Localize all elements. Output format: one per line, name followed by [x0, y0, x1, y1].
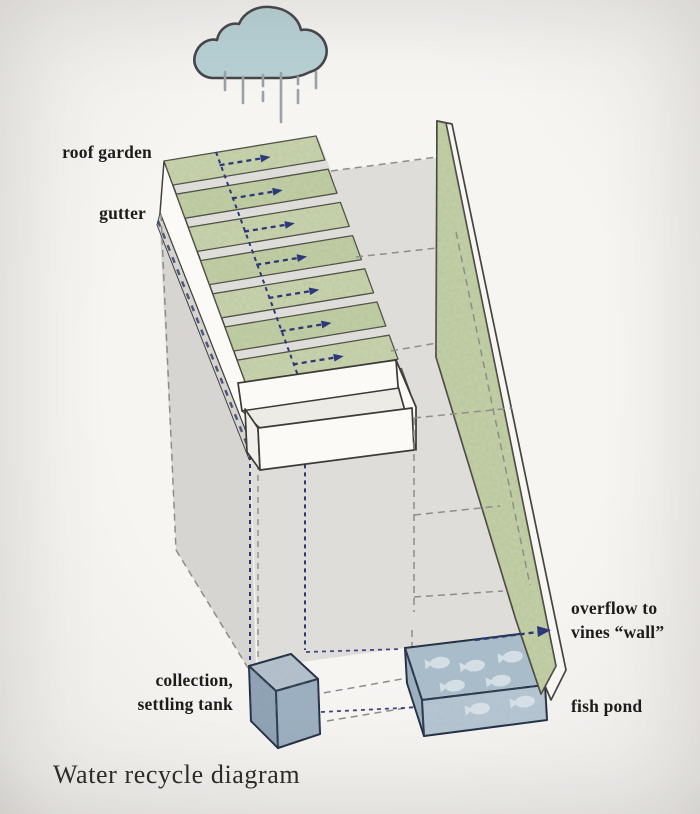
- flow-arrow-head: [333, 353, 344, 362]
- overflow-arrow-head: [537, 626, 551, 637]
- flow-arrow-head: [296, 254, 308, 262]
- wall-level-line-1: [413, 407, 513, 419]
- rain-cloud-icon: [193, 5, 328, 80]
- flow-arrow-shaft: [292, 356, 335, 366]
- hidden-base-line-1: [311, 678, 403, 696]
- roof-strip-texture: [188, 202, 350, 252]
- roof-strip-texture: [164, 136, 325, 185]
- flow-arrow-head: [272, 187, 283, 196]
- flow-arrow-head: [320, 320, 332, 329]
- flow-arrow-shaft: [231, 190, 274, 200]
- fish-school: [424, 650, 535, 716]
- pipe-line-lower: [320, 706, 423, 713]
- fish-icon: [459, 659, 485, 673]
- hidden-floor-edge-1: [355, 247, 438, 258]
- wall-level-line-3: [413, 590, 504, 598]
- roof-strip-texture: [237, 335, 398, 385]
- wall-level-line-2: [413, 505, 501, 516]
- roof-strip-texture: [212, 268, 374, 318]
- flow-arrow-shaft: [256, 256, 298, 266]
- roof-strip-texture: [176, 169, 337, 219]
- flow-arrow-head: [308, 287, 320, 296]
- roof-strip-texture: [225, 302, 386, 351]
- fish-icon: [424, 656, 450, 670]
- label-collection-tank-line1: collection,: [155, 670, 233, 690]
- fish-icon: [439, 679, 465, 693]
- overflow-arrow-shaft: [474, 630, 539, 642]
- wall-inner-edge: [455, 231, 531, 586]
- label-fish-pond: fish pond: [571, 696, 643, 716]
- pipe-line-upper: [305, 648, 403, 653]
- hidden-floor-edge-2: [390, 342, 438, 352]
- flow-arrow-head: [259, 154, 271, 163]
- vines-wall: [435, 120, 567, 701]
- flow-arrow-shaft: [243, 223, 286, 233]
- tank-texture: [249, 654, 320, 748]
- cloud-shape: [193, 5, 328, 80]
- label-roof-garden: roof garden: [62, 142, 152, 162]
- label-overflow-line2: vines “wall”: [571, 621, 665, 642]
- hidden-left-edge: [160, 213, 177, 551]
- fish-icon: [497, 650, 523, 664]
- overflow-arrow-icon: [474, 626, 551, 642]
- fish-icon: [509, 695, 535, 709]
- building-left-wall: [158, 225, 256, 668]
- label-overflow: overflow to vines “wall”: [571, 597, 696, 645]
- gutter-dashes: [156, 220, 252, 453]
- flow-arrow-shaft: [268, 290, 310, 300]
- hidden-roof-edge: [330, 156, 438, 172]
- rain-streaks-icon: [223, 70, 318, 124]
- roof-strip-texture: [200, 235, 362, 285]
- label-gutter: gutter: [99, 203, 146, 223]
- flow-arrow-shaft: [219, 157, 261, 167]
- flow-arrow-shaft: [280, 323, 322, 333]
- label-collection-tank: collection, settling tank: [88, 669, 233, 717]
- planter-trough: [237, 359, 417, 471]
- hidden-base-line-2: [326, 704, 425, 722]
- diagram-caption: Water recycle diagram: [53, 760, 301, 789]
- fish-icon: [464, 702, 490, 716]
- label-overflow-line1: overflow to: [571, 598, 658, 618]
- flow-arrow-head: [284, 221, 295, 229]
- fish-icon: [485, 674, 511, 688]
- vines-wall-texture: [436, 121, 556, 694]
- label-collection-tank-line2: settling tank: [137, 693, 233, 714]
- trough-front-face: [257, 407, 415, 471]
- pipe-to-pond: [305, 648, 423, 713]
- collection-tank: [248, 653, 321, 749]
- wall-construction-lines: [413, 231, 531, 598]
